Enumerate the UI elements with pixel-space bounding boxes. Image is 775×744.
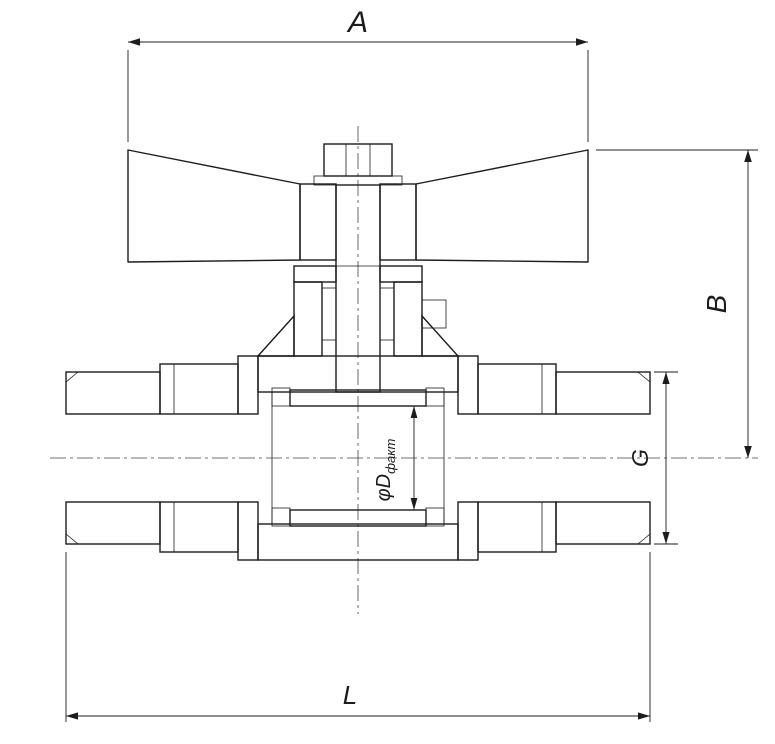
seat-seal-bottom-right bbox=[425, 507, 445, 527]
gland-wall-right bbox=[393, 281, 423, 357]
neck-shoulder-left bbox=[256, 314, 295, 357]
stem-packing-left bbox=[321, 287, 337, 341]
handle-right-wing bbox=[415, 149, 589, 263]
dimension-a-label: A bbox=[346, 6, 368, 39]
ball-and-seats bbox=[271, 387, 445, 527]
thread-right-top bbox=[555, 371, 651, 415]
seat-seal-top-right bbox=[425, 387, 445, 407]
dimension-l: L bbox=[65, 552, 651, 722]
seat-seal-top-left bbox=[271, 387, 291, 407]
handle-left-wing bbox=[127, 149, 301, 263]
dimension-a: A bbox=[127, 6, 589, 142]
dimension-b-label: B bbox=[701, 295, 732, 314]
dimension-bore-diameter: φDфакт bbox=[373, 406, 418, 510]
thread-right-bottom bbox=[555, 501, 651, 545]
bore-subscript: факт bbox=[383, 438, 398, 473]
dimension-bore-label: φDфакт bbox=[373, 438, 398, 501]
dimension-g-label: G bbox=[627, 449, 653, 467]
handle-stop-tab bbox=[421, 299, 447, 329]
bore-symbol: φD bbox=[373, 474, 395, 502]
union-left-top bbox=[159, 363, 239, 415]
stem-packing-right bbox=[379, 287, 395, 341]
centerlines bbox=[50, 126, 758, 614]
thread-left-top bbox=[65, 371, 161, 415]
union-right-bottom bbox=[477, 501, 557, 553]
handle-hub-right bbox=[379, 183, 417, 261]
seat-seal-bottom-left bbox=[271, 507, 291, 527]
body-bottom-wall-left bbox=[237, 501, 259, 561]
dimension-b: B bbox=[596, 149, 758, 458]
gland-wall-left bbox=[293, 281, 323, 357]
body-bottom-wall-right bbox=[457, 501, 479, 561]
gland-top-left bbox=[293, 265, 337, 283]
thread-left-bottom bbox=[65, 501, 161, 545]
body-top-wall-left bbox=[237, 355, 259, 415]
dimension-g: G bbox=[627, 371, 678, 545]
union-right-top bbox=[477, 363, 557, 415]
gland-top-right bbox=[379, 265, 423, 283]
union-left-bottom bbox=[159, 501, 239, 553]
handle-hub-left bbox=[299, 183, 337, 261]
valve-body bbox=[65, 355, 651, 561]
neck-shoulder-right bbox=[421, 314, 460, 357]
body-top-wall-right bbox=[457, 355, 479, 415]
dimension-l-label: L bbox=[343, 680, 357, 710]
